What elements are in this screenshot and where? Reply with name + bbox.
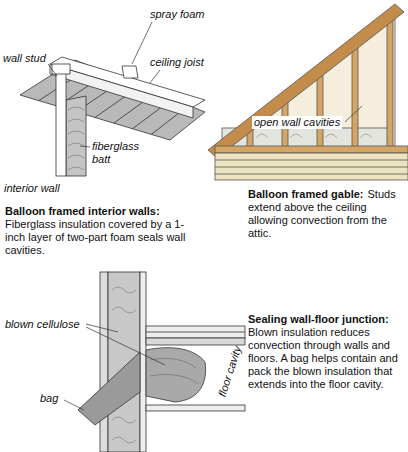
caption: Balloon framed interior walls:Fiberglass… — [5, 205, 200, 257]
part-label: spray foam — [150, 8, 204, 21]
caption-heading: Balloon framed interior walls: — [5, 205, 200, 218]
part-label: fiberglass batt — [92, 140, 148, 166]
caption-heading: Sealing wall-floor junction: — [248, 313, 406, 326]
caption-heading: Balloon framed gable: — [248, 188, 364, 200]
interior-wall-figure — [20, 22, 205, 176]
caption: Balloon framed gable:Studs extend above … — [248, 188, 404, 240]
part-label: interior wall — [4, 182, 60, 195]
part-label: floor cavity — [215, 342, 245, 401]
part-label: wall stud — [3, 52, 46, 65]
part-label: ceiling joist — [150, 56, 204, 69]
part-label: bag — [40, 392, 58, 405]
caption-body: Blown insulation reduces convection thro… — [248, 326, 398, 390]
part-label: blown cellulose — [5, 318, 80, 331]
part-label: open wall cavities — [252, 116, 342, 129]
caption-body: Fiberglass insulation covered by a 1-inc… — [5, 218, 185, 256]
gable-figure — [208, 4, 408, 180]
caption: Sealing wall-floor junction:Blown insula… — [248, 313, 406, 391]
junction-figure — [64, 272, 245, 452]
